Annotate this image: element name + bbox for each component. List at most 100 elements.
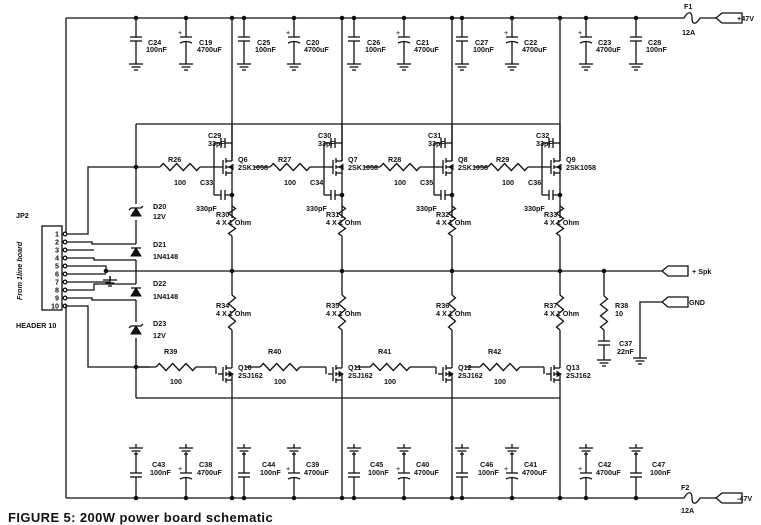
mosfet-ref: Q12: [458, 363, 472, 372]
bottom-cap-ref: C47: [652, 460, 665, 469]
bottom-cap-value: 100nF: [368, 468, 389, 477]
bottom-cap-c39-icon: +: [286, 452, 301, 498]
source-resistor-r37-icon: [555, 294, 565, 331]
top-cap-c25-icon: [238, 18, 250, 60]
cap-value: 33pF: [208, 139, 225, 148]
mosfet-ref: Q9: [566, 155, 576, 164]
mosfet-q13-icon: [546, 365, 562, 383]
mosfet-part: 2SJ162: [348, 371, 373, 380]
source-resistor-value: 4 X 1 Ohm: [326, 309, 361, 318]
header-pin-icon: [62, 271, 68, 277]
source-resistor-r32-icon: [447, 205, 457, 237]
speaker-terminal-icon: [661, 265, 689, 277]
cap-value: 33pF: [318, 139, 335, 148]
mosfet-q7-icon: [328, 158, 344, 176]
header-pin-icon: [62, 279, 68, 285]
gate-resistor-value: 100: [494, 377, 506, 386]
bottom-cap-ref: C40: [416, 460, 429, 469]
cap-c34-icon: [324, 190, 342, 200]
wire: [67, 265, 107, 271]
source-resistor-r36-icon: [447, 294, 457, 331]
source-resistor-value: 4 X 1 Ohm: [544, 218, 579, 227]
top-cap-value: 4700uF: [197, 45, 222, 54]
bottom-cap-c45-icon: [348, 452, 360, 498]
ground-icon: [579, 444, 593, 455]
bottom-rail-terminal-icon: [715, 492, 743, 504]
source-resistor-value: 4 X 1 Ohm: [436, 309, 471, 318]
cap-value: 33pF: [536, 139, 553, 148]
gate-resistor-ref: R26: [168, 155, 181, 164]
svg-text:+: +: [578, 28, 582, 37]
wire: [67, 276, 111, 283]
mosfet-part: 2SJ162: [566, 371, 591, 380]
mosfet-part: 2SK1058: [566, 163, 596, 172]
fuse-f1-rating: 12A: [682, 28, 695, 37]
source-resistor-ref: R34: [216, 301, 229, 310]
gate-resistor-value: 100: [284, 178, 296, 187]
ground-icon: [129, 60, 143, 71]
mosfet-part: 2SK1058: [458, 163, 488, 172]
top-cap-ref: C21: [416, 38, 429, 47]
bottom-cap-value: 4700uF: [522, 468, 547, 477]
zobel-cap-ref: C37: [619, 339, 632, 348]
top-rail-terminal-icon: [715, 12, 743, 24]
header-ref: JP2: [16, 211, 29, 220]
cap-ref: C33: [200, 178, 213, 187]
ground-icon: [287, 444, 301, 455]
cap-ref: C34: [310, 178, 323, 187]
bottom-cap-value: 100nF: [260, 468, 281, 477]
cap-ref: C30: [318, 131, 331, 140]
junction-dot: [557, 495, 563, 501]
source-resistor-r34-icon: [227, 294, 237, 331]
bottom-rail-label: -47V: [737, 494, 752, 503]
gate-resistor-r29-icon: [487, 162, 529, 172]
header-pin-number: 9: [55, 294, 59, 303]
mosfet-part: 2SJ162: [238, 371, 263, 380]
cap-c35-icon: [434, 190, 452, 200]
gate-resistor-r41-icon: [369, 362, 411, 372]
cap-value: 330pF: [524, 204, 545, 213]
gate-resistor-ref: R41: [378, 347, 391, 356]
mosfet-q12-icon: [438, 365, 454, 383]
junction-dot: [229, 15, 235, 21]
svg-text:+: +: [178, 464, 182, 473]
top-cap-ref: C22: [524, 38, 537, 47]
diode-value: 1N4148: [153, 292, 178, 301]
junction-dot: [449, 495, 455, 501]
source-resistor-ref: R31: [326, 210, 339, 219]
bottom-cap-c47-icon: [630, 452, 642, 498]
source-resistor-r31-icon: [337, 205, 347, 237]
speaker-output-label: + Spk: [692, 267, 711, 276]
diode-ref: D22: [153, 279, 166, 288]
bottom-cap-c46-icon: [456, 452, 468, 498]
cap-value: 330pF: [416, 204, 437, 213]
gate-resistor-ref: R27: [278, 155, 291, 164]
ground-icon: [629, 444, 643, 455]
bottom-cap-c43-icon: [130, 452, 142, 498]
header-pin-icon: [62, 287, 68, 293]
cap-c31-icon: [434, 138, 452, 148]
top-cap-ref: C28: [648, 38, 661, 47]
cap-c30-icon: [324, 138, 342, 148]
cap-c36-icon: [542, 190, 560, 200]
cap-c32-icon: [542, 138, 560, 148]
header-pin-number: 7: [55, 278, 59, 287]
mosfet-q6-icon: [218, 158, 234, 176]
fuse-f2-ref: F2: [681, 483, 689, 492]
gnd-wire: [639, 301, 662, 354]
header-pin-icon: [62, 295, 68, 301]
mosfet-part: 2SJ162: [458, 371, 483, 380]
top-cap-c20-icon: +: [286, 18, 301, 60]
top-cap-c24-icon: [130, 18, 142, 60]
source-resistor-value: 4 X 1 Ohm: [436, 218, 471, 227]
bottom-cap-ref: C39: [306, 460, 319, 469]
source-resistor-value: 4 X 1 Ohm: [544, 309, 579, 318]
cap-ref: C35: [420, 178, 433, 187]
ground-icon: [505, 60, 519, 71]
top-rail-label: +47V: [737, 14, 754, 23]
ground-icon: [287, 60, 301, 71]
header-pin-number: 4: [55, 254, 59, 263]
wire: [67, 241, 136, 245]
svg-text:+: +: [578, 464, 582, 473]
